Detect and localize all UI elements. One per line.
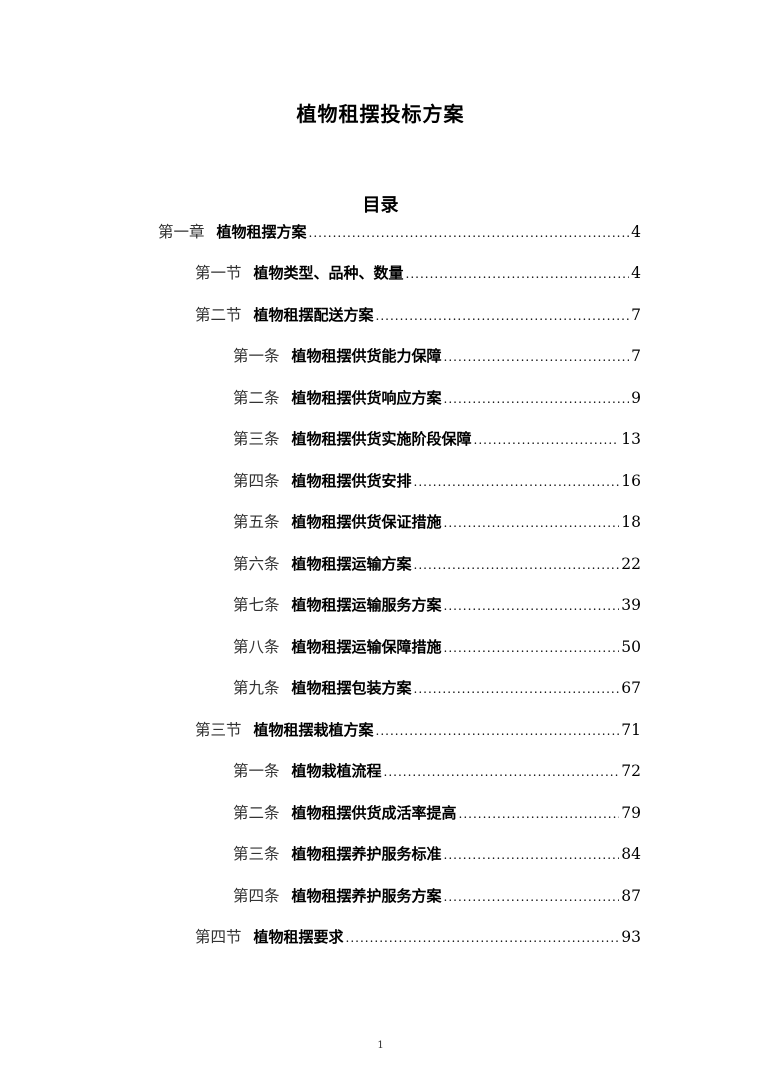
toc-entry[interactable]: 第四条 植物租摆养护服务方案 87: [233, 882, 641, 910]
toc-entry-title: 植物租摆包装方案: [291, 679, 412, 697]
toc-leader-dots: [309, 218, 630, 247]
toc-entry-title: 植物租摆养护服务方案: [291, 887, 442, 905]
toc-entry-number: 第三条: [233, 845, 280, 863]
toc-entry-number: 第四节: [195, 928, 242, 946]
toc-entry[interactable]: 第四条 植物租摆供货安排 16: [233, 467, 641, 495]
toc-entry-number: 第二条: [233, 804, 280, 822]
toc-entry-number: 第五条: [233, 513, 280, 531]
toc-entry-title: 植物租摆供货成活率提高: [291, 804, 457, 822]
toc-entry[interactable]: 第二节 植物租摆配送方案 7: [195, 301, 641, 329]
toc-entry[interactable]: 第三条 植物租摆供货实施阶段保障 13: [233, 425, 641, 453]
toc-entry-title: 植物租摆供货实施阶段保障: [291, 430, 472, 448]
toc-entry-number: 第三节: [195, 721, 242, 739]
toc-entry-number: 第四条: [233, 887, 280, 905]
toc-entry[interactable]: 第八条 植物租摆运输保障措施 50: [233, 633, 641, 661]
toc-entry-page: 9: [631, 389, 641, 407]
toc-entry-page: 87: [621, 887, 641, 905]
toc-entry-page: 4: [631, 223, 641, 241]
toc-entry-number: 第一章: [158, 223, 205, 241]
toc-entry-page: 72: [621, 762, 641, 780]
toc-leader-dots: [376, 301, 630, 330]
toc-entry[interactable]: 第七条 植物租摆运输服务方案 39: [233, 591, 641, 619]
toc-leader-dots: [444, 384, 630, 413]
toc-leader-dots: [444, 591, 620, 620]
toc-leader-dots: [414, 674, 620, 703]
toc-entry[interactable]: 第九条 植物租摆包装方案 67: [233, 674, 641, 702]
toc-entry-page: 93: [621, 928, 641, 946]
toc-leader-dots: [346, 923, 620, 952]
toc-entry[interactable]: 第三条 植物租摆养护服务标准 84: [233, 840, 641, 868]
toc-entry[interactable]: 第四节 植物租摆要求 93: [195, 923, 641, 951]
toc-entry-title: 植物栽植流程: [291, 762, 382, 780]
toc-leader-dots: [414, 467, 620, 496]
toc-leader-dots: [376, 716, 620, 745]
toc-entry-title: 植物租摆运输保障措施: [291, 638, 442, 656]
toc-leader-dots: [414, 550, 620, 579]
toc-entry-page: 67: [621, 679, 641, 697]
toc-entry-page: 13: [621, 430, 641, 448]
toc-entry-title: 植物类型、品种、数量: [253, 264, 404, 282]
toc-entry-page: 4: [631, 264, 641, 282]
toc-entry-title: 植物租摆供货能力保障: [291, 347, 442, 365]
toc-entry-title: 植物租摆要求: [253, 928, 344, 946]
toc-leader-dots: [406, 259, 630, 288]
toc-entry-number: 第一节: [195, 264, 242, 282]
toc-entry[interactable]: 第一节 植物类型、品种、数量 4: [195, 259, 641, 287]
toc-entry[interactable]: 第五条 植物租摆供货保证措施 18: [233, 508, 641, 536]
toc-entry-title: 植物租摆配送方案: [253, 306, 374, 324]
toc-entry-title: 植物租摆供货响应方案: [291, 389, 442, 407]
toc-entry-title: 植物租摆运输服务方案: [291, 596, 442, 614]
toc-heading: 目录: [362, 195, 399, 216]
toc-entry-page: 71: [621, 721, 641, 739]
toc-entry-page: 22: [621, 555, 641, 573]
toc-entry[interactable]: 第六条 植物租摆运输方案 22: [233, 550, 641, 578]
toc-entry[interactable]: 第二条 植物租摆供货响应方案 9: [233, 384, 641, 412]
toc-entry-page: 50: [621, 638, 641, 656]
toc-leader-dots: [444, 633, 620, 662]
toc-leader-dots: [474, 425, 620, 454]
toc-entry-page: 16: [621, 472, 641, 490]
toc-entry-page: 39: [621, 596, 641, 614]
toc-entry-title: 植物租摆养护服务标准: [291, 845, 442, 863]
toc-leader-dots: [444, 342, 630, 371]
toc-entry-page: 18: [621, 513, 641, 531]
toc-entry-page: 84: [621, 845, 641, 863]
toc-entry-number: 第一条: [233, 347, 280, 365]
toc-entry-number: 第八条: [233, 638, 280, 656]
toc-entry-number: 第三条: [233, 430, 280, 448]
toc-entry-page: 7: [631, 306, 641, 324]
toc-entry-page: 79: [621, 804, 641, 822]
toc-entry-number: 第二条: [233, 389, 280, 407]
toc-entry[interactable]: 第二条 植物租摆供货成活率提高 79: [233, 799, 641, 827]
document-title: 植物租摆投标方案: [296, 102, 465, 126]
toc-entry[interactable]: 第一条 植物租摆供货能力保障 7: [233, 342, 641, 370]
toc-entry-page: 7: [631, 347, 641, 365]
toc-leader-dots: [444, 840, 620, 869]
page-number: 1: [377, 1040, 384, 1051]
toc-entry-title: 植物租摆运输方案: [291, 555, 412, 573]
toc-entry-title: 植物租摆栽植方案: [253, 721, 374, 739]
toc-entry-number: 第四条: [233, 472, 280, 490]
toc-entry-title: 植物租摆供货安排: [291, 472, 412, 490]
toc-entry[interactable]: 第三节 植物租摆栽植方案 71: [195, 716, 641, 744]
toc-leader-dots: [444, 882, 620, 911]
toc-leader-dots: [384, 757, 620, 786]
toc-leader-dots: [444, 508, 620, 537]
toc-entry-number: 第六条: [233, 555, 280, 573]
toc-entry-number: 第二节: [195, 306, 242, 324]
toc-entry-title: 植物租摆方案: [216, 223, 307, 241]
toc-entry[interactable]: 第一章 植物租摆方案 4: [158, 218, 641, 246]
toc-entry-number: 第七条: [233, 596, 280, 614]
toc-entry-title: 植物租摆供货保证措施: [291, 513, 442, 531]
toc-leader-dots: [459, 799, 620, 828]
toc-entry-number: 第九条: [233, 679, 280, 697]
toc-entry-number: 第一条: [233, 762, 280, 780]
toc-entry[interactable]: 第一条 植物栽植流程 72: [233, 757, 641, 785]
